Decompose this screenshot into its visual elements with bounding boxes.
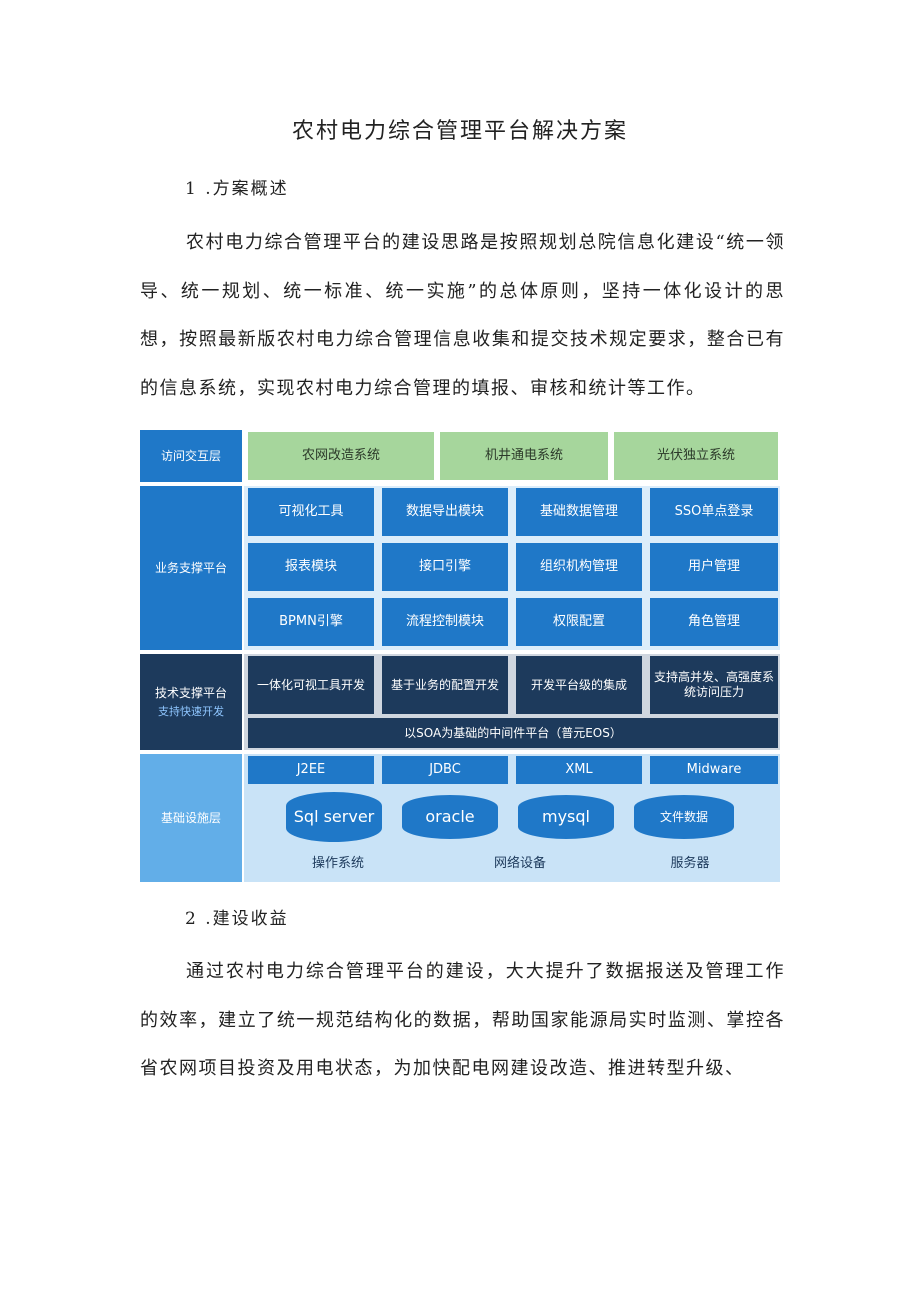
infra-tech-item: JDBC bbox=[382, 756, 508, 784]
access-item: 机井通电系统 bbox=[440, 432, 608, 480]
infra-tech-item: XML bbox=[516, 756, 642, 784]
middleware-platform: 以SOA为基础的中间件平台（普元EOS） bbox=[248, 718, 778, 748]
business-module: 数据导出模块 bbox=[382, 488, 508, 536]
access-item: 光伏独立系统 bbox=[614, 432, 778, 480]
infra-bottom-item: 服务器 bbox=[670, 855, 710, 871]
business-module: 角色管理 bbox=[650, 598, 778, 646]
section-1-heading: 1 .方案概述 bbox=[185, 179, 289, 199]
access-item: 农网改造系统 bbox=[248, 432, 434, 480]
business-module: 可视化工具 bbox=[248, 488, 374, 536]
infra-tech-item: J2EE bbox=[248, 756, 374, 784]
section-2-paragraph: 通过农村电力综合管理平台的建设，大大提升了数据报送及管理工作的效率，建立了统一规… bbox=[140, 961, 785, 1079]
business-module: BPMN引擎 bbox=[248, 598, 374, 646]
business-module: SSO单点登录 bbox=[650, 488, 778, 536]
file-data-cylinder: 文件数据 bbox=[634, 795, 734, 839]
tech-item: 基于业务的配置开发 bbox=[382, 656, 508, 714]
tech-item: 一体化可视工具开发 bbox=[248, 656, 374, 714]
section-2-heading: 2 .建设收益 bbox=[185, 909, 289, 929]
business-module: 权限配置 bbox=[516, 598, 642, 646]
database-cylinder: Sql server bbox=[286, 792, 382, 842]
layer-label-tech: 技术支撑平台 支持快速开发 bbox=[140, 654, 242, 750]
layer-label-infra: 基础设施层 bbox=[140, 754, 242, 882]
tech-item: 开发平台级的集成 bbox=[516, 656, 642, 714]
business-module: 报表模块 bbox=[248, 543, 374, 591]
layer-label-tech-title: 技术支撑平台 bbox=[154, 685, 227, 700]
business-module: 用户管理 bbox=[650, 543, 778, 591]
infra-bottom-item: 操作系统 bbox=[311, 855, 364, 871]
layer-label-business: 业务支撑平台 bbox=[140, 486, 242, 650]
business-module: 流程控制模块 bbox=[382, 598, 508, 646]
section-1-paragraph: 农村电力综合管理平台的建设思路是按照规划总院信息化建设“统一领导、统一规划、统一… bbox=[140, 232, 785, 399]
infra-bottom-item: 网络设备 bbox=[493, 855, 546, 871]
layer-label-access: 访问交互层 bbox=[140, 430, 242, 482]
layer-label-tech-subtitle: 支持快速开发 bbox=[158, 704, 224, 718]
architecture-diagram: 访问交互层 业务支撑平台 技术支撑平台 支持快速开发 基础设施层 农网改造系统 … bbox=[140, 430, 780, 882]
database-cylinder: mysql bbox=[518, 795, 614, 839]
business-module: 基础数据管理 bbox=[516, 488, 642, 536]
page-title: 农村电力综合管理平台解决方案 bbox=[291, 119, 628, 144]
business-module: 接口引擎 bbox=[382, 543, 508, 591]
database-cylinder: oracle bbox=[402, 795, 498, 839]
business-module: 组织机构管理 bbox=[516, 543, 642, 591]
tech-item: 支持高并发、高强度系统访问压力 bbox=[650, 656, 778, 714]
infra-tech-item: Midware bbox=[650, 756, 778, 784]
